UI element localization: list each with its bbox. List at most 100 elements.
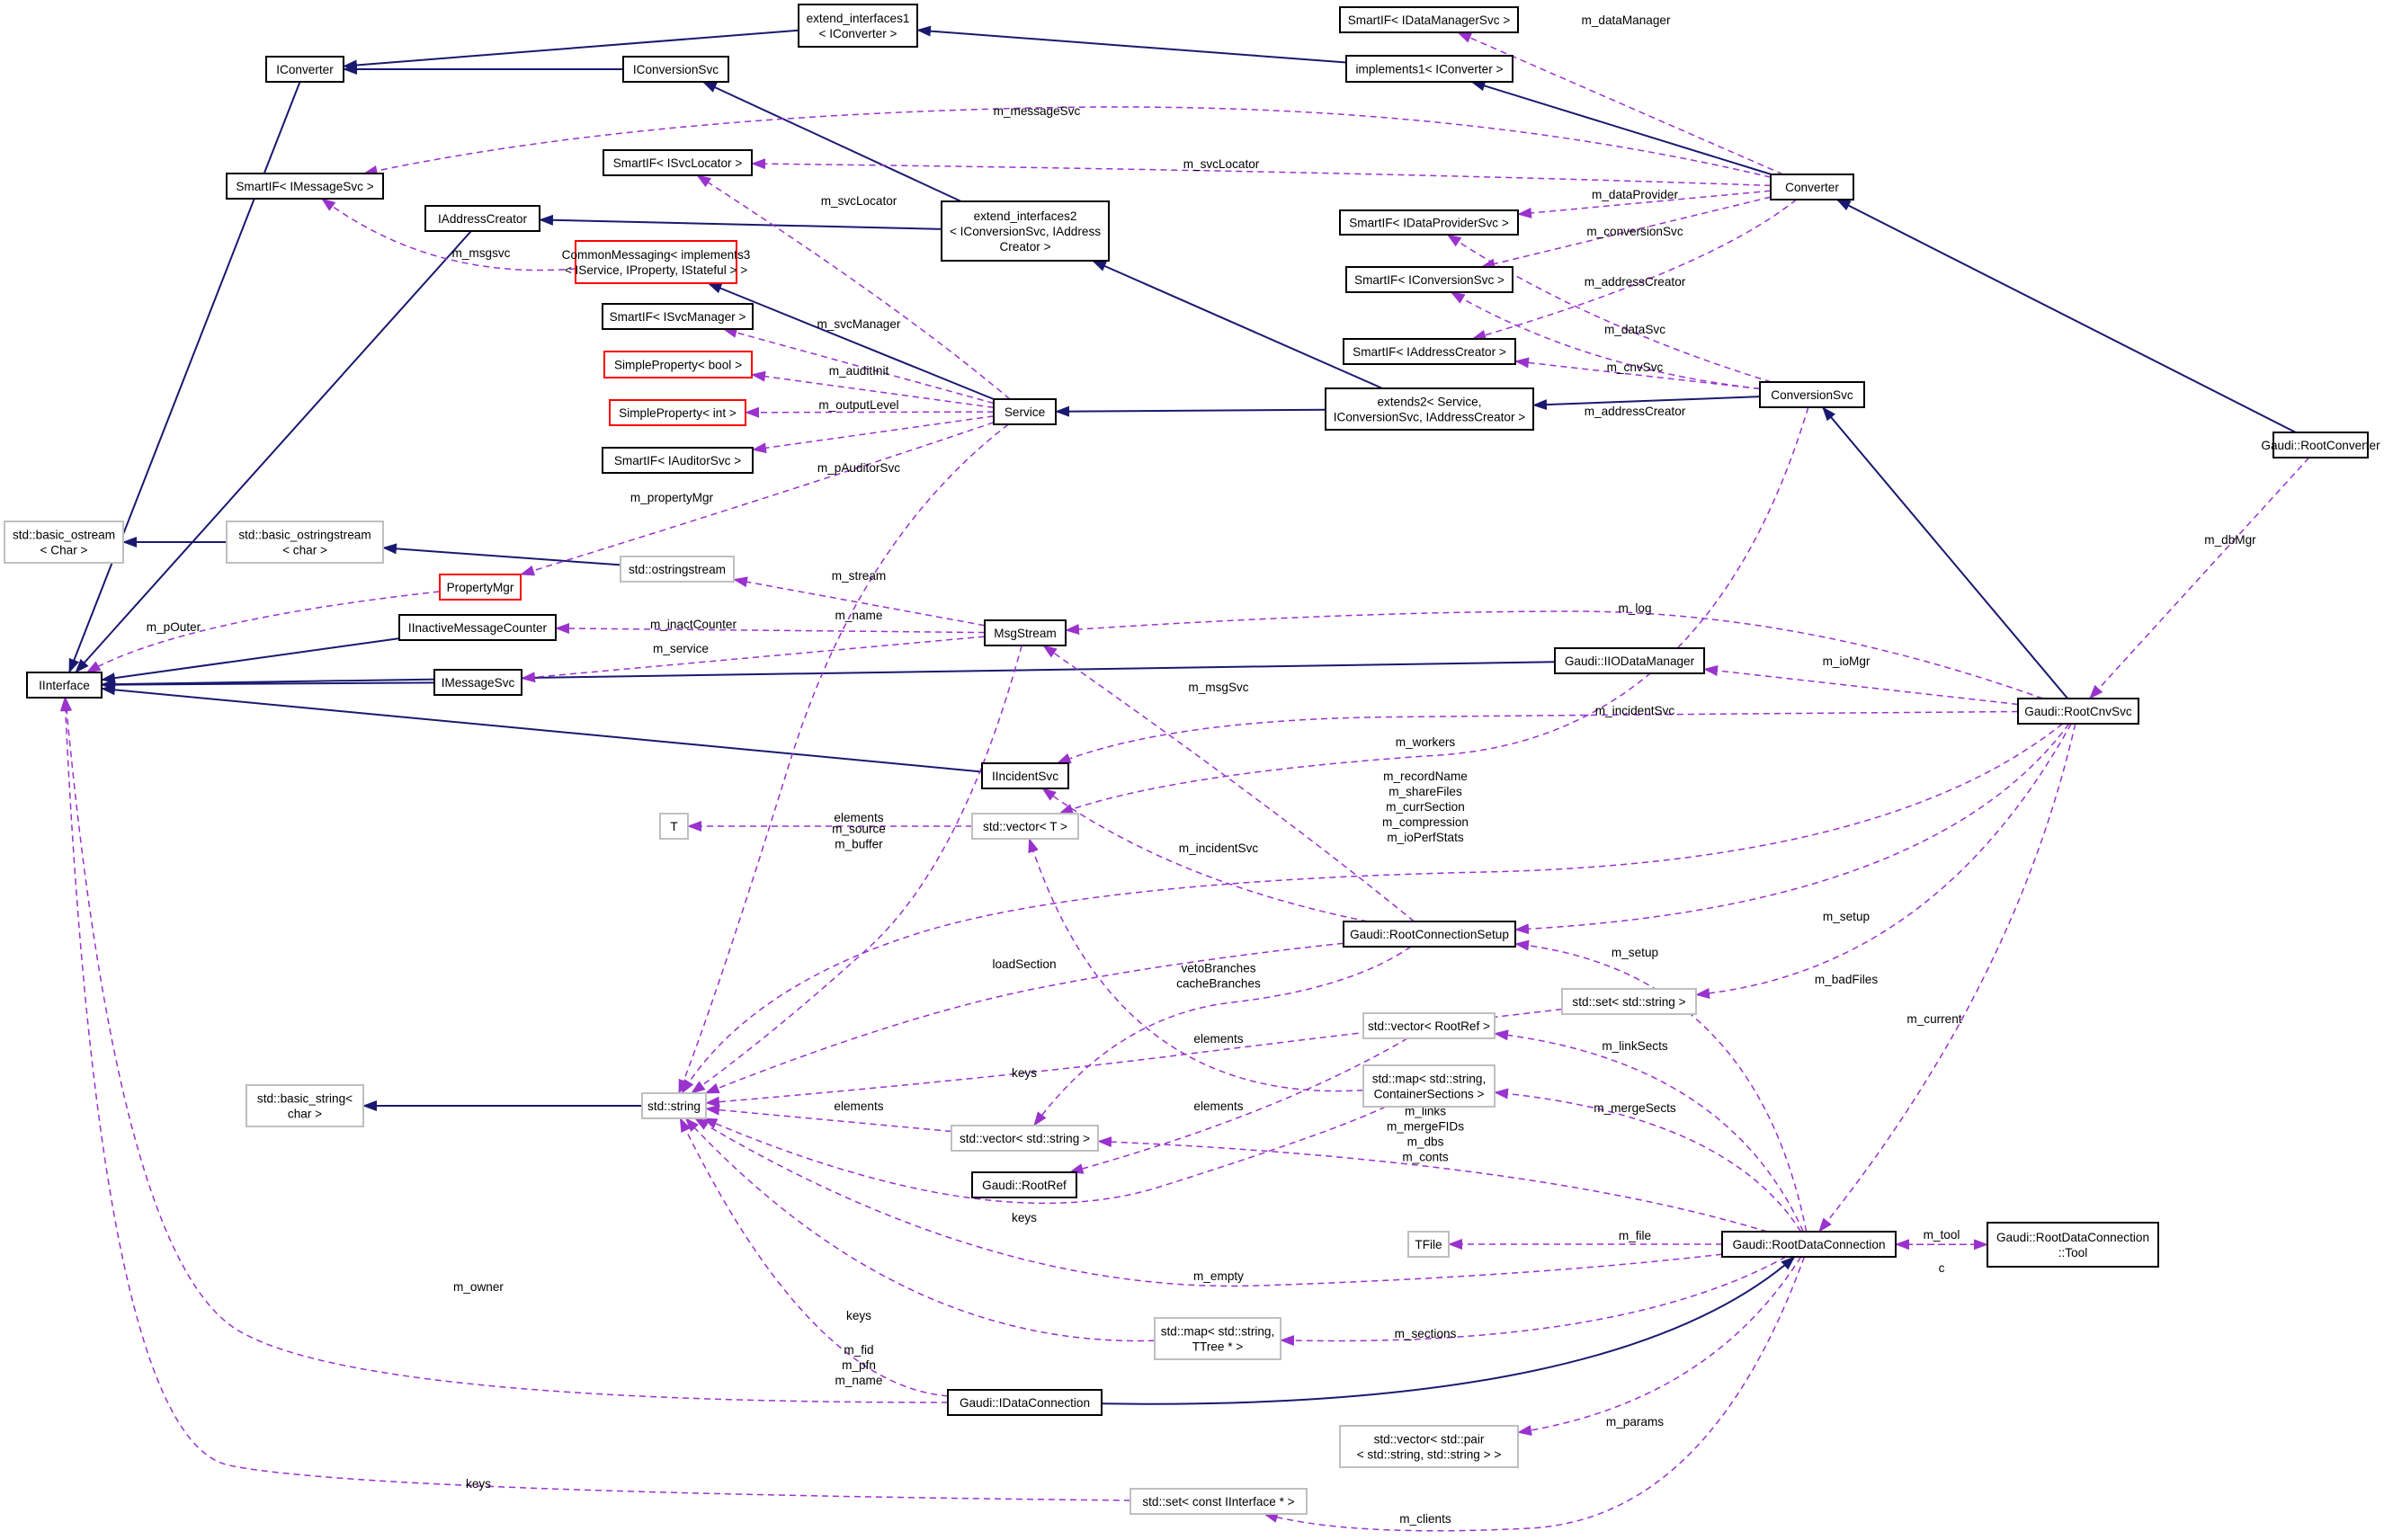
edge-label: elements	[1193, 1099, 1243, 1113]
edge-label: loadSection	[992, 957, 1056, 971]
class-node-IIODataManager[interactable]: Gaudi::IIODataManager	[1554, 647, 1705, 674]
class-node-Converter[interactable]: Converter	[1770, 174, 1854, 200]
class-node-RootRef[interactable]: Gaudi::RootRef	[971, 1171, 1077, 1198]
class-node-SmartIF_IDataProviderSvc[interactable]: SmartIF< IDataProviderSvc >	[1339, 209, 1519, 236]
class-node-SimpleProperty_int[interactable]: SimpleProperty< int >	[609, 399, 746, 426]
class-node-set_IInterface[interactable]: std::set< const IInterface * >	[1130, 1488, 1308, 1515]
class-node-IInterface[interactable]: IInterface	[26, 672, 103, 699]
class-node-label: Gaudi::RootConverter	[2261, 439, 2380, 452]
class-node-box	[609, 399, 746, 426]
class-node-SmartIF_IConversionSvc[interactable]: SmartIF< IConversionSvc >	[1345, 266, 1513, 293]
class-node-box	[1407, 1231, 1450, 1258]
class-node-IDataConnection[interactable]: Gaudi::IDataConnection	[947, 1389, 1103, 1416]
class-node-map_TTree[interactable]: std::map< std::string,TTree * >	[1154, 1317, 1281, 1360]
class-node-label: Creator >	[999, 240, 1050, 254]
edge-label: m_name	[835, 609, 883, 622]
class-node-extends2[interactable]: extends2< Service,IConversionSvc, IAddre…	[1325, 387, 1534, 431]
class-node-IMessageSvc[interactable]: IMessageSvc	[433, 669, 522, 696]
class-node-PropertyMgr[interactable]: PropertyMgr	[439, 574, 522, 601]
usage-edge-Service-to-SmartIF_IAuditorSvc	[752, 415, 995, 454]
class-node-label: T	[670, 820, 677, 833]
usage-edge-map_ContainerSections-to-string	[702, 1106, 1387, 1205]
class-node-map_ContainerSections[interactable]: std::map< std::string,ContainerSections …	[1362, 1064, 1496, 1108]
class-node-TFile[interactable]: TFile	[1407, 1231, 1450, 1258]
class-node-box	[1345, 266, 1513, 293]
class-node-vector_T[interactable]: std::vector< T >	[971, 813, 1079, 840]
usage-edge-IDataConnection-to-string	[679, 1117, 949, 1397]
usage-edge-RootDataConnection-to-vector_string	[1097, 1136, 1768, 1233]
class-node-T[interactable]: T	[659, 813, 689, 840]
class-node-IInactiveMessageCounter[interactable]: IInactiveMessageCounter	[398, 614, 557, 641]
edge-label: m_stream	[832, 569, 886, 583]
class-node-box	[1345, 55, 1513, 83]
class-node-extend_interfaces2[interactable]: extend_interfaces2< IConversionSvc, IAdd…	[941, 200, 1110, 262]
edge-label: m_owner	[453, 1280, 504, 1294]
class-node-SmartIF_IAddressCreator[interactable]: SmartIF< IAddressCreator >	[1343, 338, 1516, 365]
class-node-label: IMessageSvc	[442, 676, 515, 690]
inheritance-edge-IInactiveMessageCounter-to-IInterface	[101, 637, 400, 684]
class-node-box	[941, 200, 1110, 262]
class-node-label: IInterface	[39, 679, 90, 692]
nodes: IConverter extend_interfaces1< IConverter…	[4, 4, 2380, 1515]
class-node-Service[interactable]: Service	[993, 398, 1057, 425]
class-node-IIncidentSvc[interactable]: IIncidentSvc	[981, 762, 1069, 789]
edge-label: m_svcManager	[817, 317, 901, 331]
class-node-box	[620, 556, 735, 583]
class-node-IConversionSvc[interactable]: IConversionSvc	[622, 56, 729, 83]
class-node-ostringstream[interactable]: std::ostringstream	[620, 556, 735, 583]
class-node-SmartIF_IDataManagerSvc[interactable]: SmartIF< IDataManagerSvc >	[1339, 6, 1519, 33]
class-node-MsgStream[interactable]: MsgStream	[984, 619, 1067, 646]
edge-label: m_empty	[1193, 1269, 1244, 1283]
inheritance-edge-IIODataManager-to-IInterface	[101, 661, 1556, 690]
class-node-label: IInactiveMessageCounter	[408, 621, 548, 635]
class-node-box	[1987, 1222, 2159, 1268]
class-node-RootConnectionSetup[interactable]: Gaudi::RootConnectionSetup	[1343, 921, 1516, 948]
class-node-label: < IConversionSvc, IAddress	[950, 225, 1101, 238]
class-node-basic_string[interactable]: std::basic_string<char >	[246, 1084, 364, 1127]
class-node-box	[1770, 174, 1854, 200]
class-node-SmartIF_IAuditorSvc[interactable]: SmartIF< IAuditorSvc >	[602, 447, 754, 474]
class-node-box	[1362, 1012, 1496, 1039]
usage-edge-Converter-to-SmartIF_ISvcLocator	[751, 158, 1772, 187]
class-node-label: SmartIF< IAddressCreator >	[1353, 345, 1506, 359]
class-node-SimpleProperty_bool[interactable]: SimpleProperty< bool >	[603, 351, 753, 378]
class-node-extend_interfaces1[interactable]: extend_interfaces1< IConverter >	[798, 4, 918, 48]
usage-edge-ConversionSvc-to-vector_T	[1058, 406, 1809, 815]
class-node-vector_string[interactable]: std::vector< std::string >	[951, 1125, 1099, 1152]
class-node-label: < IConverter >	[819, 27, 897, 40]
class-node-SmartIF_IMessageSvc[interactable]: SmartIF< IMessageSvc >	[226, 173, 384, 200]
class-node-IConverter[interactable]: IConverter	[265, 56, 344, 83]
class-node-label: < char >	[282, 544, 327, 557]
class-node-CommonMessaging[interactable]: CommonMessaging< implements3< IService, …	[562, 240, 751, 284]
class-node-label: std::basic_ostream	[13, 529, 115, 542]
class-node-box	[1343, 338, 1516, 365]
usage-edge-ConversionSvc-to-SmartIF_IConversionSvc	[1450, 291, 1761, 390]
class-node-label: ::Tool	[2058, 1246, 2088, 1260]
class-node-implements1_IConverter[interactable]: implements1< IConverter >	[1345, 55, 1513, 83]
class-node-vector_RootRef[interactable]: std::vector< RootRef >	[1362, 1012, 1496, 1039]
class-node-SmartIF_ISvcLocator[interactable]: SmartIF< ISvcLocator >	[603, 149, 753, 176]
class-node-basic_ostream[interactable]: std::basic_ostream< Char >	[4, 521, 124, 564]
class-node-box	[4, 521, 124, 564]
class-node-RootDataConnection[interactable]: Gaudi::RootDataConnection	[1721, 1231, 1897, 1258]
class-node-ConversionSvc[interactable]: ConversionSvc	[1759, 381, 1865, 408]
usage-edge-RootDataConnection-to-vector_RootRef	[1494, 1029, 1804, 1233]
class-node-IAddressCreator[interactable]: IAddressCreator	[424, 205, 540, 232]
class-node-box	[603, 351, 753, 378]
class-node-label: std::set< std::string >	[1572, 995, 1685, 1009]
usage-edge-IDataConnection-to-IInterface	[61, 697, 949, 1403]
edge-label: m_tool	[1924, 1228, 1960, 1242]
class-node-RootCnvSvc[interactable]: Gaudi::RootCnvSvc	[2017, 698, 2139, 725]
usage-edge-Service-to-string	[678, 423, 1009, 1094]
class-node-SmartIF_ISvcManager[interactable]: SmartIF< ISvcManager >	[602, 303, 754, 330]
class-node-basic_ostringstream[interactable]: std::basic_ostringstream< char >	[226, 521, 384, 564]
class-node-label: std::vector< std::pair	[1374, 1433, 1485, 1447]
class-node-Tool[interactable]: Gaudi::RootDataConnection::Tool	[1987, 1222, 2159, 1268]
class-node-box	[602, 447, 754, 474]
class-node-vector_pair[interactable]: std::vector< std::pair< std::string, std…	[1339, 1425, 1519, 1468]
class-node-set_string[interactable]: std::set< std::string >	[1561, 988, 1697, 1015]
class-node-string[interactable]: std::string	[641, 1092, 707, 1119]
